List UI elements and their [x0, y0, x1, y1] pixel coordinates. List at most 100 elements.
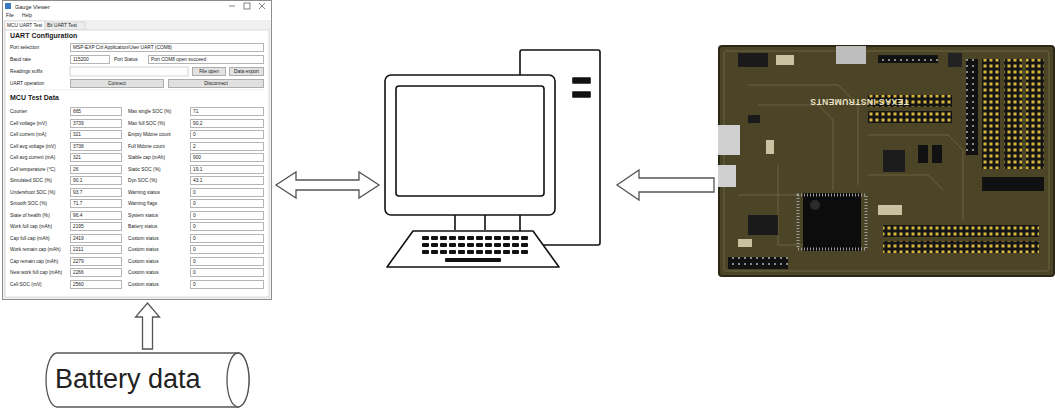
field-value: 71.7	[70, 199, 122, 208]
field-value: 900	[190, 153, 264, 162]
section-heading: UART Configuration	[10, 31, 130, 41]
pcb-edge	[724, 51, 1049, 271]
block-arrow	[136, 303, 160, 349]
field-value: 2211	[70, 245, 122, 254]
drive-slot	[573, 92, 590, 97]
pcb-components	[728, 257, 788, 269]
pcb-components	[718, 125, 740, 155]
field-value: 96.4	[70, 211, 122, 220]
minimize-glyph	[229, 6, 235, 7]
cylinder-body	[46, 353, 249, 407]
field-label: Readings suffix	[10, 67, 68, 76]
pcb-components	[718, 46, 1044, 269]
pcb-traces	[738, 195, 798, 196]
field-value: 0	[190, 268, 264, 277]
field-value: 0	[190, 280, 264, 289]
pcb-components	[1004, 59, 1022, 169]
field-label: Cell avg current (mA)	[10, 153, 68, 162]
pcb-components	[878, 205, 902, 215]
field-value: 0	[190, 130, 264, 139]
field-label: Stable cap (mAh)	[128, 153, 188, 162]
window-title: Gauge Viewer	[15, 2, 50, 12]
field-label: Cell temperature (°C)	[10, 165, 68, 174]
field-value: 90.1	[70, 176, 122, 185]
button-label: Disconnect	[168, 79, 264, 88]
field-value: 0	[190, 222, 264, 231]
field-value: 2419	[70, 234, 122, 243]
app-window: Gauge ViewerFileHelpMCU UART TestBit UAR…	[2, 0, 272, 300]
data-label: Battery data	[55, 362, 201, 396]
field-label: Baud rate	[10, 55, 66, 64]
field-label: Cell voltage (mV)	[10, 119, 68, 128]
field-value: 0	[190, 234, 264, 243]
pcb-components	[883, 241, 1039, 253]
pcb-components	[868, 111, 952, 123]
field-label: Cell avg voltage (mV)	[10, 142, 68, 151]
field-label: Cap full cap (mAh)	[10, 234, 68, 243]
pcb-base	[719, 46, 1054, 276]
field-label: State of health (%)	[10, 211, 68, 220]
pcb-components	[738, 239, 752, 247]
pcb-components	[748, 115, 760, 123]
app-icon	[5, 3, 11, 9]
field-value: 71	[190, 107, 264, 116]
pcb-components	[878, 55, 938, 63]
field-value: 3738	[70, 142, 122, 151]
field-value: 321	[70, 130, 122, 139]
field-label: Custom status	[128, 245, 188, 254]
field-value: 93.7	[70, 188, 122, 197]
field-label: Cell current (mA)	[10, 130, 68, 139]
button-label: Connect	[70, 79, 164, 88]
menu-item: File	[6, 12, 20, 20]
window-background	[2, 0, 272, 300]
field-label: Static SOC (%)	[128, 165, 188, 174]
field-value: 2195	[70, 222, 122, 231]
computer-art	[383, 45, 605, 270]
field-label: Cap remain cap (mAh)	[10, 257, 68, 266]
field-label: Work remain cap (mAh)	[10, 245, 68, 254]
menu-bar	[2, 12, 272, 20]
pcb-components	[810, 200, 820, 210]
field-label: Port Status	[114, 55, 146, 64]
monitor-stand	[455, 215, 485, 230]
inactive-tab	[45, 22, 85, 30]
dropdown-value: MSP-EXP Ctrl Application/User UART (COM8…	[70, 43, 264, 52]
tab-label: Bit UART Test	[47, 22, 83, 30]
pcb-components	[982, 177, 1044, 191]
field-label: Undershoot SOC (%)	[10, 188, 68, 197]
field-value: 19.1	[190, 165, 264, 174]
maximize-glyph	[244, 3, 250, 9]
pcb-traces	[758, 105, 833, 190]
section-heading: MCU Test Data	[10, 93, 130, 103]
field-label: Port selection	[10, 43, 66, 52]
field-label: Custom status	[128, 280, 188, 289]
tab-label: MCU UART Test	[7, 21, 45, 30]
pcb-components	[966, 59, 978, 155]
pcb-components	[918, 145, 928, 163]
pcb-components	[748, 215, 778, 235]
keyboard-body	[387, 231, 559, 267]
field-value: 3739	[70, 119, 122, 128]
board-art	[718, 45, 1055, 277]
field-label: System status	[128, 211, 188, 220]
field-label: Counter	[10, 107, 68, 116]
field-label: Empty Mdone count	[128, 130, 188, 139]
button-label: File open	[192, 67, 226, 76]
board-silkscreen: TEXAS INSTRUMENTS	[810, 97, 909, 107]
pcb-components	[982, 59, 1000, 169]
field-label: Simulated SOC (%)	[10, 176, 68, 185]
field-value: 321	[70, 153, 122, 162]
suffix-input	[70, 67, 188, 76]
field-label: Max full SOC (%)	[128, 119, 188, 128]
active-tab	[5, 21, 45, 30]
button-label: Data export	[229, 67, 264, 76]
field-label: Custom status	[128, 234, 188, 243]
pcb-traces	[868, 175, 943, 190]
field-label: Work full cap (mAh)	[10, 222, 68, 231]
pcb-components	[948, 53, 962, 67]
pcb-components	[803, 193, 861, 251]
pcb-traces	[868, 135, 963, 220]
pcb-components	[776, 55, 794, 65]
pcb-components	[1026, 59, 1044, 169]
